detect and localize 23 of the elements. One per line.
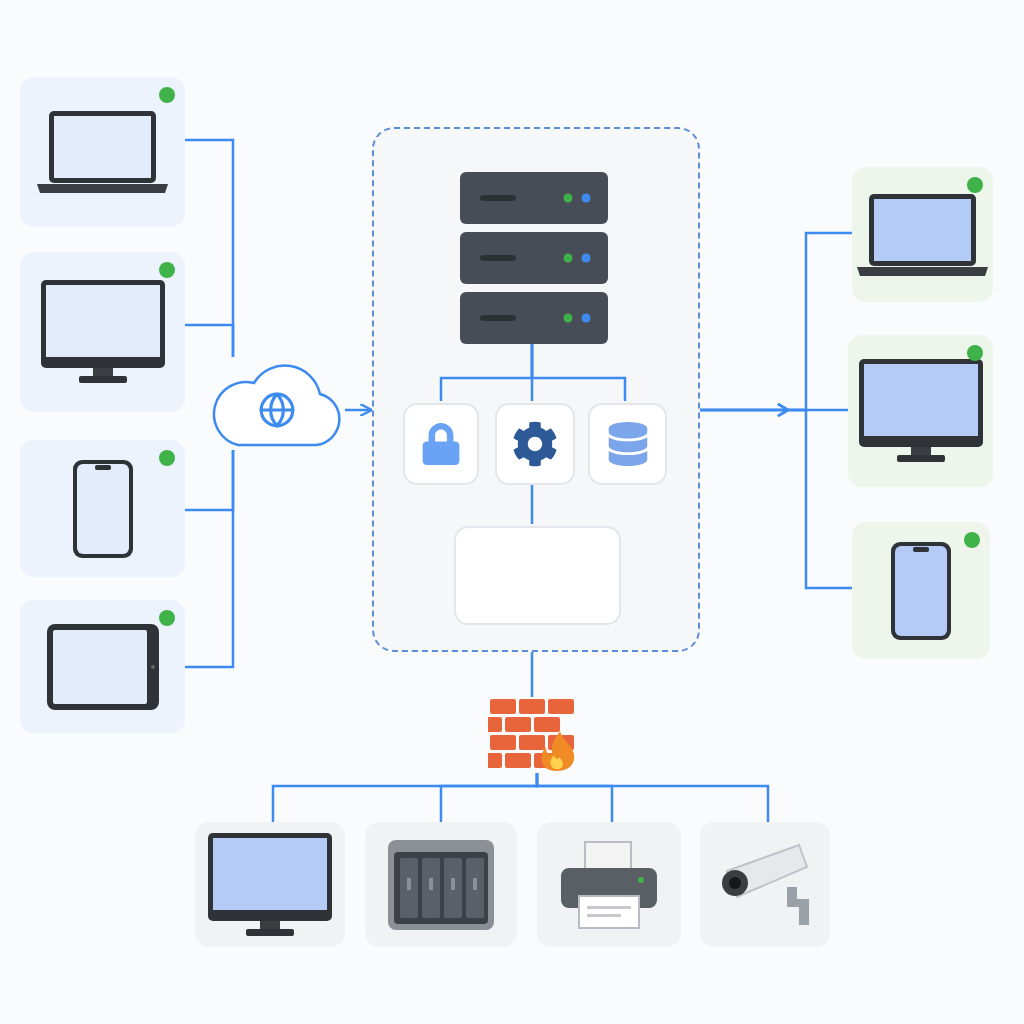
device-card [700,822,830,947]
device-card [20,600,185,733]
connector-line [530,483,534,524]
device-card [852,167,993,302]
service-card [588,403,667,485]
server-group-panel [372,127,700,652]
connector-line [185,450,235,669]
connector-line [530,342,627,401]
device-card [20,77,185,227]
service-card [495,403,575,485]
device-card [195,822,345,947]
connector-line [535,773,770,822]
device-card [20,440,185,577]
device-card [365,822,517,947]
connector-line [185,323,235,357]
device-card [20,252,185,412]
connector-line [530,652,534,697]
arrow [345,402,374,418]
container-card [454,526,621,625]
device-card [852,522,990,659]
device-card [848,335,993,487]
service-card [403,403,479,485]
device-card [537,822,681,947]
